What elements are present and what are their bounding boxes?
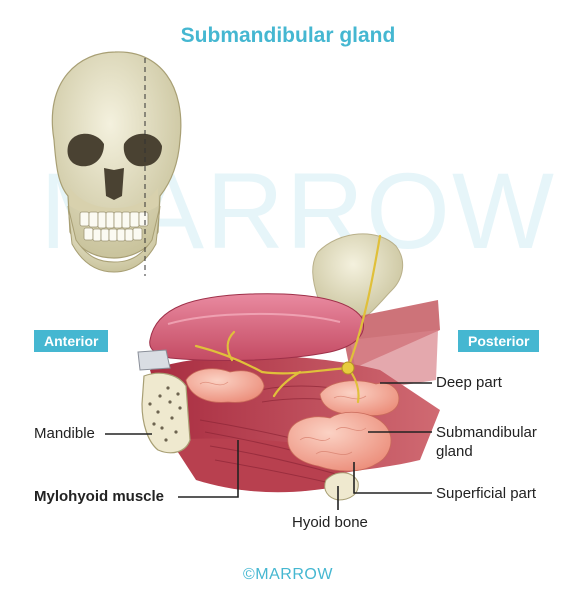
label-gland: gland — [436, 443, 473, 460]
anatomy-section — [137, 233, 440, 501]
label-deep-part: Deep part — [436, 374, 502, 391]
label-submandibular: Submandibular — [436, 424, 537, 441]
copyright: ©MARROW — [243, 566, 333, 583]
label-mylohyoid-muscle: Mylohyoid muscle — [34, 488, 165, 505]
label-superficial-part: Superficial part — [436, 485, 537, 502]
page-title: Submandibular gland — [180, 24, 396, 47]
label-mandible: Mandible — [34, 425, 95, 442]
anterior-tag: Anterior — [34, 330, 109, 352]
skull — [51, 51, 182, 273]
posterior-tag: Posterior — [458, 330, 540, 352]
label-hyoid-bone: Hyoid bone — [292, 514, 368, 531]
leader-lines — [105, 382, 432, 510]
